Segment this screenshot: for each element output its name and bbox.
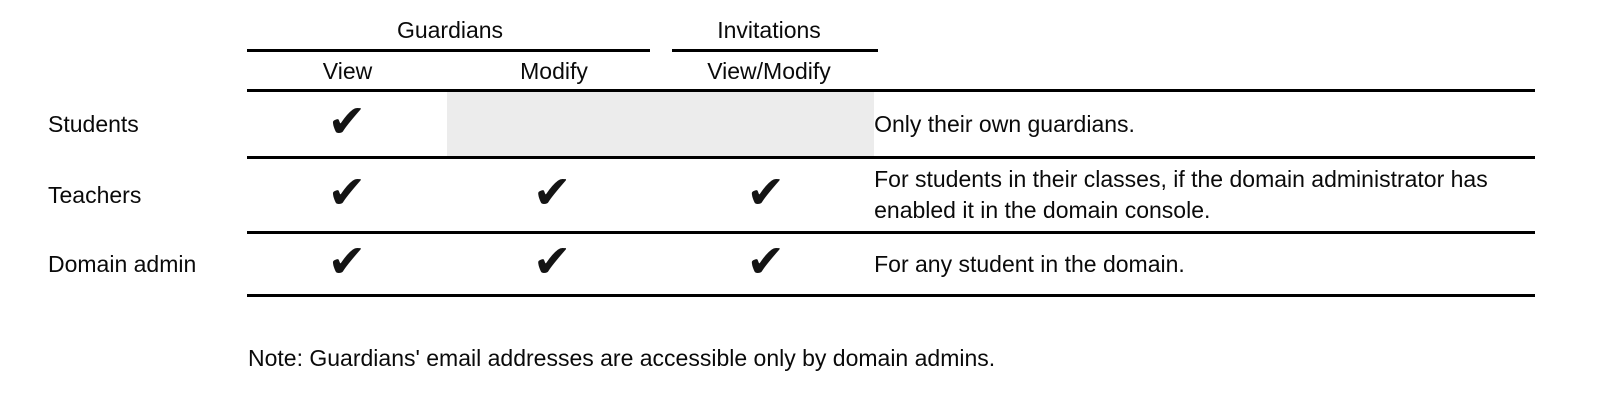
checkmark-icon: ✔ (746, 165, 786, 219)
table-row-teachers: ✔ ✔ ✔ For students in their classes, if … (247, 159, 1535, 231)
domain-admin-view-modify-cell: ✔ (657, 234, 874, 294)
domain-admin-view-cell: ✔ (247, 234, 447, 294)
teachers-view-modify-cell: ✔ (657, 159, 874, 231)
domain-admin-note: For any student in the domain. (874, 250, 1185, 277)
students-row-rule (247, 156, 1535, 159)
checkmark-icon: ✔ (532, 165, 572, 219)
table-bottom-rule (247, 294, 1535, 297)
domain-admin-modify-cell: ✔ (447, 234, 658, 294)
checkmark-icon: ✔ (327, 165, 367, 219)
column-header-view: View (322, 58, 373, 84)
checkmark-icon: ✔ (746, 234, 786, 288)
checkmark-icon: ✔ (327, 234, 367, 288)
checkmark-icon: ✔ (532, 234, 572, 288)
students-view-cell: ✔ (247, 92, 447, 156)
teachers-row-rule (247, 231, 1535, 234)
table-row-domain-admin: ✔ ✔ ✔ For any student in the domain. (247, 234, 1535, 294)
students-note: Only their own guardians. (874, 110, 1135, 137)
guardians-group-underline (247, 49, 650, 52)
column-header-view-modify: View/Modify (707, 58, 831, 84)
footnote: Note: Guardians' email addresses are acc… (248, 345, 996, 371)
students-no-permission-cell (446, 92, 875, 156)
column-header-modify: Modify (520, 58, 588, 84)
column-group-invitations-label: Invitations (717, 17, 821, 43)
row-label-students: Students (48, 110, 139, 137)
row-label-domain-admin: Domain admin (48, 250, 197, 277)
checkmark-icon: ✔ (327, 94, 367, 148)
table-row-students: ✔ Only their own guardians. (247, 92, 1535, 156)
row-label-teachers: Teachers (48, 181, 142, 208)
header-bottom-rule (247, 89, 1535, 92)
teachers-modify-cell: ✔ (447, 159, 658, 231)
teachers-note: For students in their classes, if the do… (874, 166, 1488, 223)
teachers-view-cell: ✔ (247, 159, 447, 231)
column-group-guardians-label: Guardians (396, 17, 504, 43)
invitations-group-underline (672, 49, 878, 52)
